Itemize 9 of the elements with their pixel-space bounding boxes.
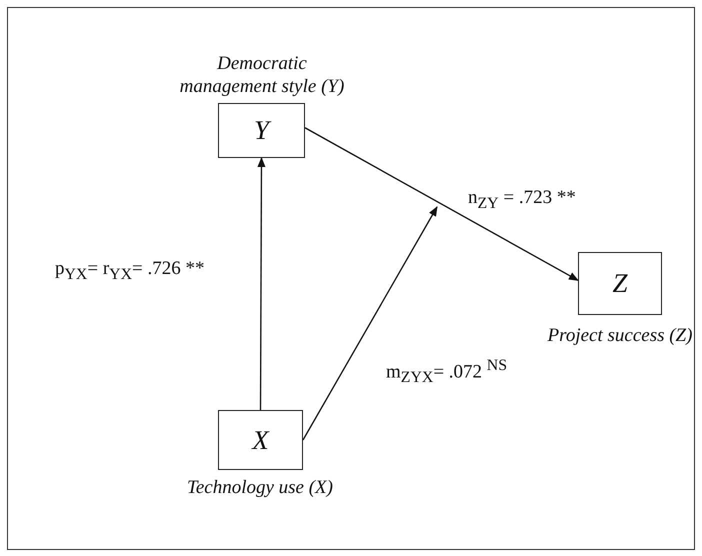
- variable-box: Y: [218, 103, 305, 158]
- variable-caption: Technology use (X): [186, 476, 334, 499]
- variable-caption: Project success (Z): [546, 324, 694, 347]
- variable-box: X: [218, 410, 303, 470]
- arrow: [304, 127, 579, 281]
- variable-caption: Democratic management style (Y): [178, 52, 346, 98]
- arrow: [257, 157, 266, 410]
- variable-box: Z: [578, 252, 662, 315]
- arrow: [302, 206, 438, 440]
